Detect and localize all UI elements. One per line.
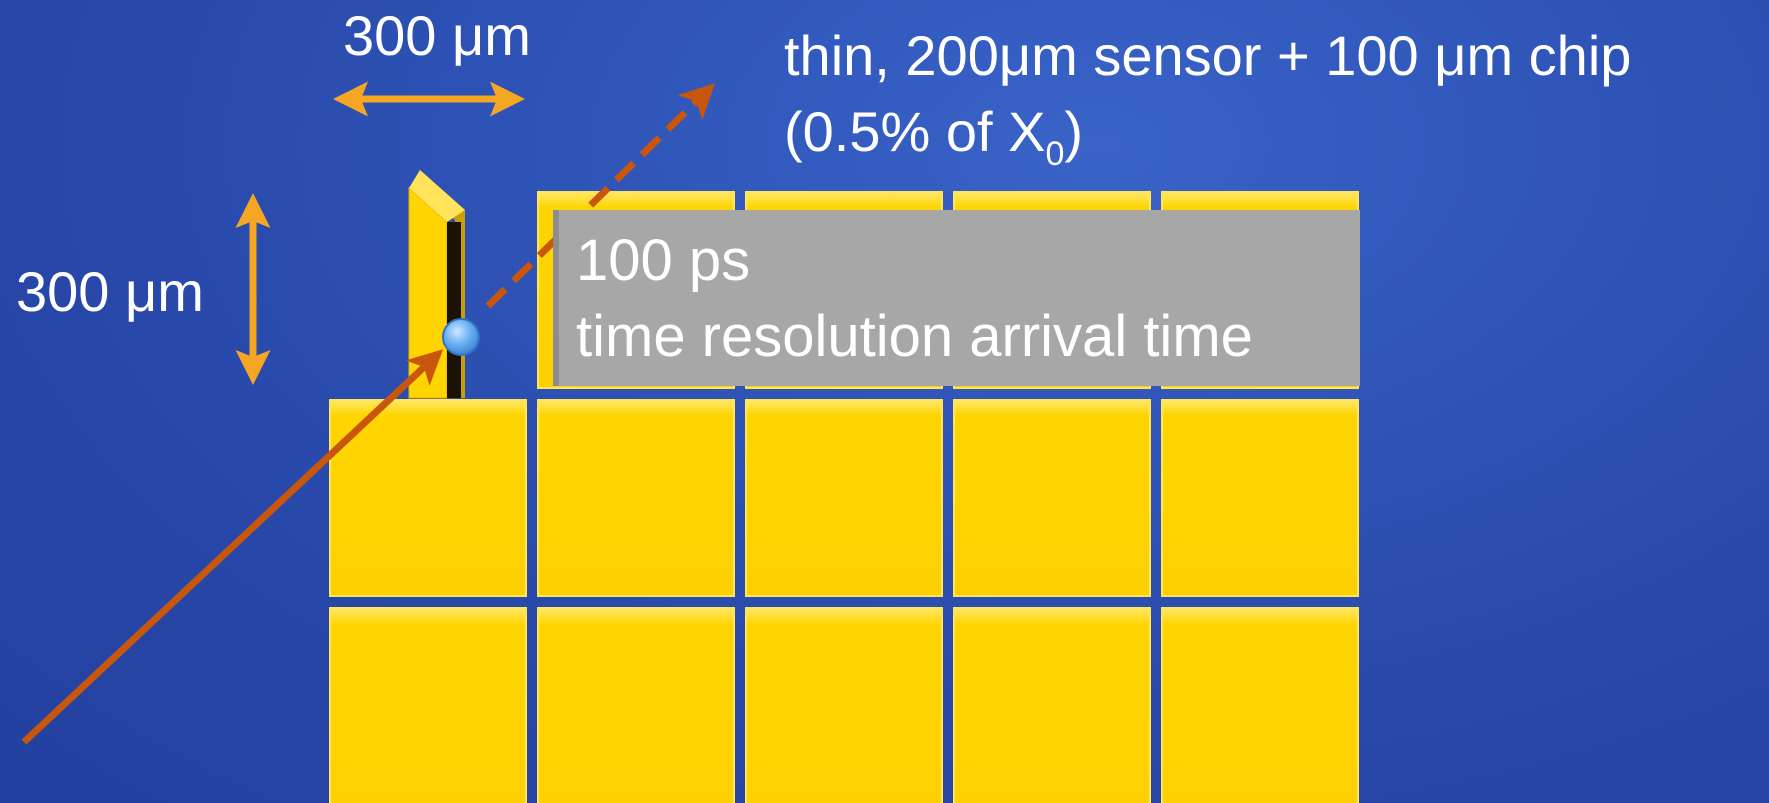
calorimeter-cell: [329, 607, 527, 803]
calorimeter-cell: [745, 399, 943, 597]
sensor-top-edge: [409, 170, 465, 222]
incoming-particle-track: [21, 349, 444, 745]
calorimeter-row-bottom: [329, 607, 1359, 803]
horizontal-dimension-label: 300 μm: [343, 4, 531, 67]
calorimeter-cell: [1161, 399, 1359, 597]
calorimeter-cell: [329, 399, 527, 597]
calorimeter-cell: [745, 607, 943, 803]
timing-value-label: 100 ps: [576, 228, 751, 293]
radiation-length-prefix: (0.5% of X: [784, 100, 1046, 163]
timing-info-box: [553, 210, 1360, 386]
hit-point: [442, 318, 480, 356]
calorimeter-row-middle: [329, 399, 1359, 597]
vertical-dimension-label: 300 μm: [16, 260, 204, 323]
timing-sensor: [408, 170, 465, 399]
outgoing-particle-track: [485, 83, 715, 309]
radiation-length-subscript: 0: [1045, 135, 1065, 173]
calorimeter-cell: [537, 399, 735, 597]
sensor-description-line2: (0.5% of X0): [784, 104, 1083, 172]
sensor-chip-layer: [447, 222, 461, 398]
calorimeter-cell: [953, 399, 1151, 597]
calorimeter-cell: [953, 607, 1151, 803]
radiation-length-suffix: ): [1064, 100, 1084, 163]
calorimeter-cell: [537, 607, 735, 803]
sensor-description-line1: thin, 200μm sensor + 100 μm chip: [784, 24, 1632, 87]
timing-caption-label: time resolution arrival time: [576, 304, 1253, 369]
calorimeter-cell: [1161, 607, 1359, 803]
